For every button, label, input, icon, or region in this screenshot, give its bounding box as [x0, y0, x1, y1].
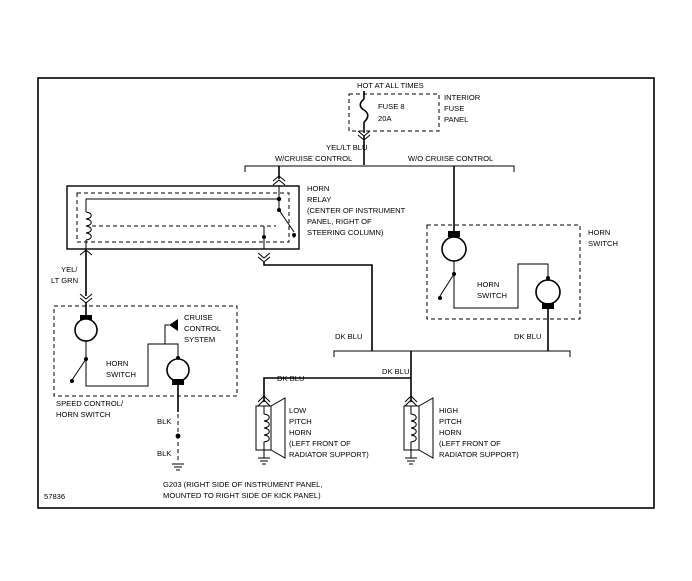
clock-spring-cruise — [166, 358, 190, 382]
fuse-rating-label: 20A — [378, 114, 392, 123]
wire-dk-blu-low — [263, 377, 411, 402]
interior-fuse-panel — [348, 93, 440, 132]
wire-yel-lt-grn-label: YEL/LT GRN — [51, 265, 78, 285]
wire-dk-blu-low-label: DK BLU — [277, 374, 304, 383]
fuse-number-label: FUSE 8 — [378, 102, 405, 111]
with-cruise-control-label: W/CRUISE CONTROL — [275, 154, 352, 163]
ground-low-horn-icon — [258, 457, 270, 465]
without-cruise-control-label: W/O CRUISE CONTROL — [408, 154, 493, 163]
clock-spring-right — [441, 236, 467, 262]
wire-dk-blu-right-label: DK BLU — [514, 332, 541, 341]
fuse-8-symbol — [359, 98, 369, 123]
wire-dk-blu-high-label: DK BLU — [382, 367, 409, 376]
horn-switch-left-contact — [71, 358, 87, 381]
clock-spring-right-inner — [535, 279, 561, 305]
wire-blk-upper-label: BLK — [157, 417, 171, 426]
ground-g203-label: G203 (RIGHT SIDE OF INSTRUMENT PANEL,MOU… — [163, 480, 323, 500]
hot-at-all-times-label: HOT AT ALL TIMES — [357, 81, 424, 90]
horn-bracket — [333, 350, 571, 357]
horn-switch-right-contact — [439, 273, 455, 297]
high-pitch-horn — [403, 397, 434, 459]
relay-contact-arm — [278, 209, 295, 233]
horn-relay-inner-dashed — [76, 192, 290, 243]
speed-control-horn-switch-box — [53, 305, 238, 397]
diagram-frame — [37, 77, 655, 509]
wire-dk-blu-center-label: DK BLU — [335, 332, 362, 341]
horn-switch-right-box — [426, 224, 581, 320]
speed-control-horn-switch-label: SPEED CONTROL/HORN SWITCH — [56, 399, 124, 419]
ground-high-horn-icon — [405, 457, 417, 465]
wire-blk-lower-label: BLK — [157, 449, 171, 458]
clock-spring-left — [74, 318, 98, 342]
cruise-control-connector-icon — [169, 319, 178, 331]
option-bracket — [244, 165, 515, 172]
wire-yel-lt-blu-label: YEL/LT BLU — [326, 143, 368, 152]
low-pitch-horn — [255, 397, 286, 459]
wire-dk-blu-relay — [263, 262, 373, 351]
figure-number: 57836 — [44, 492, 65, 501]
horn-relay — [66, 185, 300, 250]
ground-g203-icon — [172, 463, 184, 471]
relay-coil — [85, 211, 92, 241]
